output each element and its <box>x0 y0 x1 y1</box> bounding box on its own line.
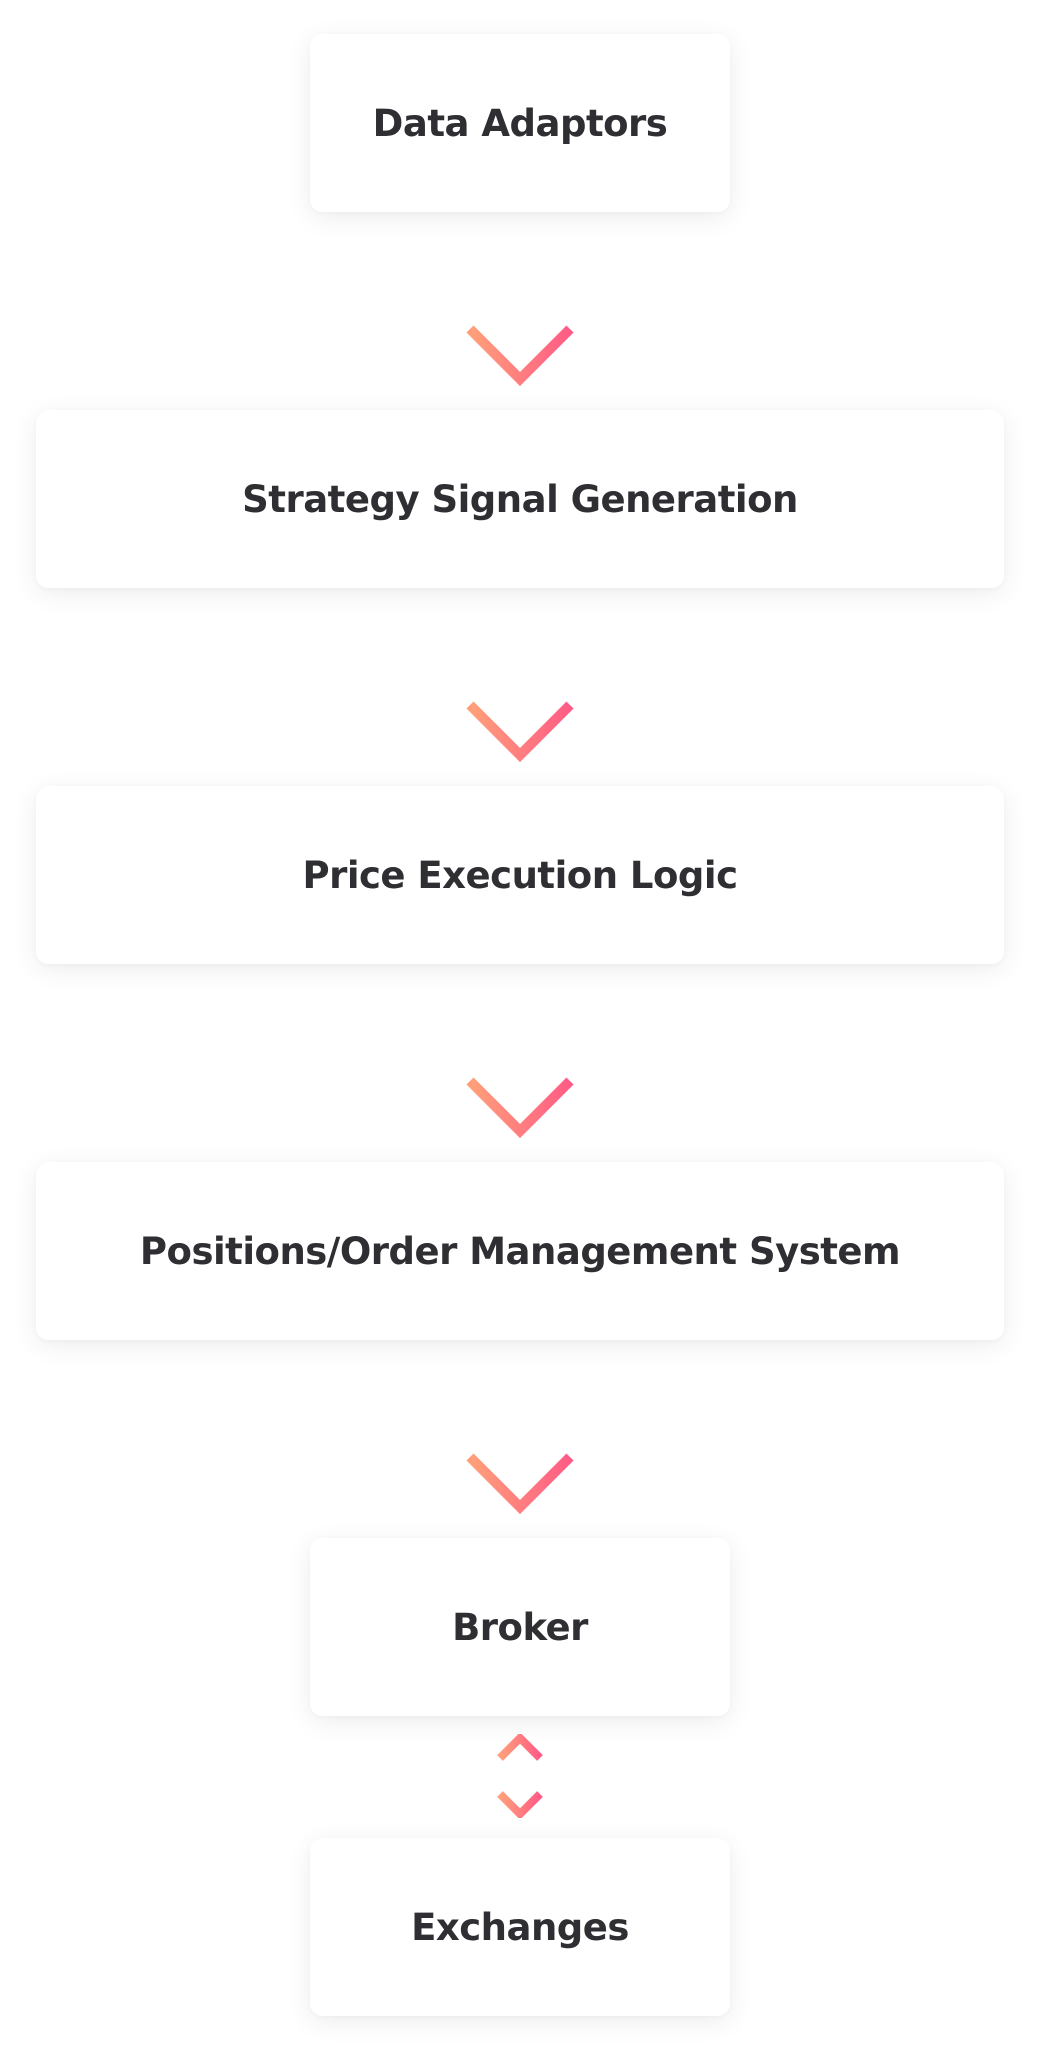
node-label: Exchanges <box>411 1905 629 1949</box>
node-broker: Broker <box>310 1538 730 1716</box>
node-label: Data Adaptors <box>372 101 668 145</box>
node-strategy-signal-generation: Strategy Signal Generation <box>36 410 1004 588</box>
node-label: Broker <box>452 1605 588 1649</box>
down-arrow-icon <box>466 1368 574 1515</box>
node-label: Strategy Signal Generation <box>242 477 798 521</box>
node-price-execution-logic: Price Execution Logic <box>36 786 1004 964</box>
down-arrow-icon <box>466 240 574 387</box>
node-label: Positions/Order Management System <box>139 1229 901 1273</box>
down-arrow-icon <box>466 616 574 763</box>
down-arrow-icon <box>466 992 574 1139</box>
node-exchanges: Exchanges <box>310 1838 730 2016</box>
node-data-adaptors: Data Adaptors <box>310 34 730 212</box>
bidirectional-arrow-icon <box>497 1734 543 1818</box>
node-label: Price Execution Logic <box>302 853 738 897</box>
node-positions-order-management-system: Positions/Order Management System <box>36 1162 1004 1340</box>
